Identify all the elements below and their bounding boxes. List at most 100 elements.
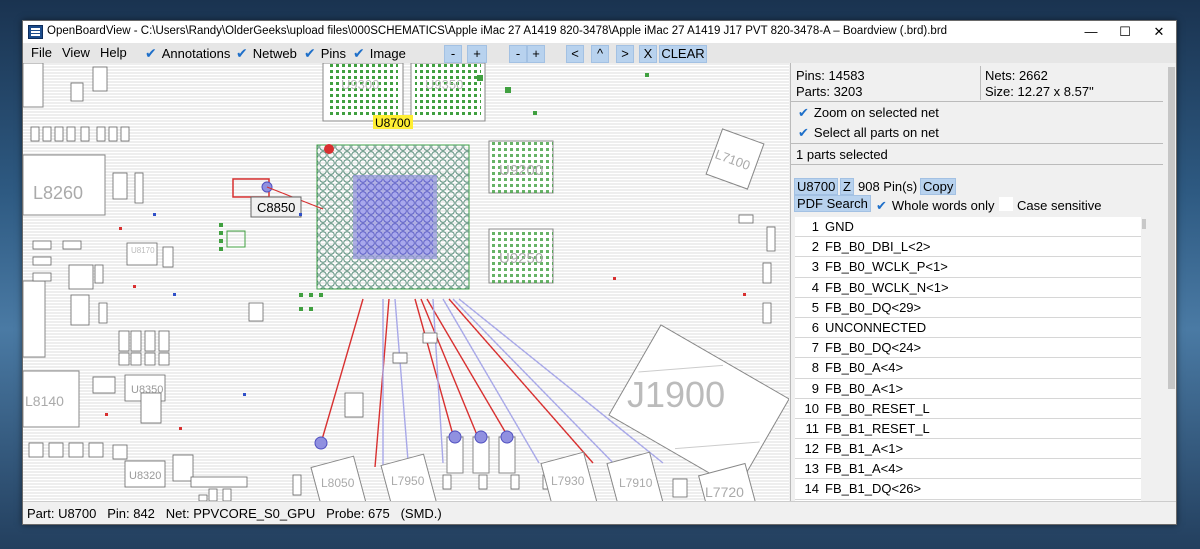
zoom-in-2-button[interactable]: + (527, 45, 545, 63)
annotations-label: Annotations (161, 46, 231, 61)
net-name: FB_B0_DQ<24> (825, 340, 922, 356)
check-icon: ✔ (145, 45, 157, 61)
net-list-item[interactable]: 3 FB_B0_WCLK_P<1> (795, 257, 1141, 278)
net-name: FB_B0_WCLK_N<1> (825, 279, 949, 295)
maximize-button[interactable]: ☐ (1119, 24, 1131, 39)
net-list-item[interactable]: 4 FB_B0_WCLK_N<1> (795, 278, 1141, 298)
zoom-in-button[interactable]: + (467, 45, 487, 63)
net-number: 4 (811, 279, 819, 295)
net-list-scrollbar[interactable] (1141, 217, 1147, 501)
zoom-out-2-button[interactable]: - (509, 45, 527, 63)
zoom-out-button[interactable]: - (444, 45, 462, 63)
nets-count: Nets: 2662 (985, 68, 1048, 83)
zoom-part-button[interactable]: Z (840, 178, 854, 195)
annotations-toggle[interactable]: ✔ Annotations (145, 45, 230, 62)
net-number: 6 (811, 319, 819, 335)
net-name: FB_B0_DBI_L<2> (825, 239, 931, 255)
net-name: FB_B0_RESET_L (825, 400, 930, 416)
next-button[interactable]: > (616, 45, 634, 63)
close-button[interactable]: ✕ (1153, 24, 1165, 39)
svg-text:U8170: U8170 (131, 246, 155, 255)
net-list-item[interactable]: 12 FB_B1_A<1> (795, 439, 1141, 460)
label-U8350: U8350 (131, 384, 163, 396)
label-L8260: L8260 (33, 183, 83, 203)
whole-words-toggle[interactable]: ✔ Whole words only (876, 198, 995, 214)
net-list-item[interactable]: 2 FB_B0_DBI_L<2> (795, 237, 1141, 258)
net-list-item[interactable]: 13 FB_B1_A<4> (795, 459, 1141, 480)
net-name: FB_B1_DQ<26> (825, 481, 922, 497)
label-U9200: U9200 (499, 162, 543, 179)
net-list-item[interactable]: 8 FB_B0_A<4> (795, 358, 1141, 379)
status-bar: Part: U8700 Pin: 842 Net: PPVCORE_S0_GPU… (23, 501, 1176, 524)
case-sensitive-label: Case sensitive (1017, 198, 1102, 213)
pins-label: Pins (320, 46, 347, 61)
title-bar: OpenBoardView - C:\Users\Randy\OlderGeek… (23, 21, 1176, 44)
check-icon: ✔ (798, 125, 809, 140)
info-panel: Pins: 14583 Parts: 3203 Nets: 2662 Size:… (790, 63, 1176, 501)
net-name: FB_B0_WCLK_P<1> (825, 259, 948, 275)
pins-toggle[interactable]: ✔Pins (304, 45, 346, 62)
net-name: FB_B1_A<4> (825, 461, 904, 477)
image-toggle[interactable]: ✔Image (353, 45, 406, 62)
label-J1900: J1900 (627, 374, 725, 415)
copy-button[interactable]: Copy (920, 178, 957, 195)
up-button[interactable]: ^ (591, 45, 609, 63)
clear-button[interactable]: CLEAR (659, 45, 707, 63)
window-title: OpenBoardView - C:\Users\Randy\OlderGeek… (47, 25, 948, 37)
net-name: FB_B0_A<4> (825, 360, 904, 376)
board-size: Size: 12.27 x 8.57" (985, 84, 1094, 99)
board-canvas[interactable]: U9300 U9350 L8260 L8140 (23, 63, 789, 501)
case-sensitive-checkbox[interactable] (999, 197, 1013, 211)
net-number: 8 (811, 360, 819, 376)
parts-selected: 1 parts selected (796, 147, 888, 162)
net-name: FB_B0_A<1> (825, 380, 904, 396)
net-number: 13 (804, 461, 819, 477)
pdf-search-button[interactable]: PDF Search (794, 195, 871, 212)
check-icon: ✔ (236, 45, 248, 61)
net-name: FB_B1_A<1> (825, 441, 904, 457)
label-U8320: U8320 (129, 470, 161, 482)
label-L7720: L7720 (705, 484, 744, 500)
netweb-toggle[interactable]: ✔Netweb (236, 45, 297, 62)
zoom-on-net-toggle[interactable]: ✔Zoom on selected net (798, 105, 939, 121)
net-number: 14 (804, 481, 819, 497)
minimize-button[interactable]: — (1084, 24, 1098, 39)
part-row: U8700 Z 908 Pin(s) Copy (794, 178, 1164, 196)
x-button[interactable]: X (639, 45, 657, 63)
label-L7910: L7910 (619, 476, 653, 490)
label-U9250: U9250 (499, 250, 543, 267)
status-text: Part: U8700 Pin: 842 Net: PPVCORE_S0_GPU… (27, 506, 442, 521)
part-name-tag[interactable]: U8700 (794, 178, 839, 195)
whole-words-label: Whole words only (891, 198, 995, 213)
net-list-item[interactable]: 6 UNCONNECTED (795, 318, 1141, 339)
prev-button[interactable]: < (566, 45, 584, 63)
panel-scrollbar[interactable] (1167, 63, 1176, 501)
net-number: 2 (811, 239, 819, 255)
check-icon: ✔ (876, 198, 887, 213)
net-number: 5 (811, 299, 819, 315)
net-number: 3 (811, 259, 819, 275)
menu-file[interactable]: File (31, 45, 52, 60)
app-window: OpenBoardView - C:\Users\Randy\OlderGeek… (22, 20, 1177, 525)
select-all-parts-toggle[interactable]: ✔Select all parts on net (798, 125, 939, 141)
app-icon (28, 25, 43, 39)
net-name: UNCONNECTED (825, 319, 927, 335)
label-L8050: L8050 (321, 476, 355, 490)
net-number: 12 (804, 441, 819, 457)
search-row: PDF Search ✔ Whole words only Case sensit… (794, 195, 1164, 215)
part-tooltip: C8850 (257, 200, 295, 215)
menu-view[interactable]: View (62, 45, 90, 60)
panel-scrollbar-thumb[interactable] (1168, 67, 1175, 389)
net-list-item[interactable]: 14 FB_B1_DQ<26> (795, 479, 1141, 500)
check-icon: ✔ (353, 45, 365, 61)
net-name: FB_B1_RESET_L (825, 420, 930, 436)
pins-count: Pins: 14583 (796, 68, 865, 83)
menu-help[interactable]: Help (100, 45, 127, 60)
